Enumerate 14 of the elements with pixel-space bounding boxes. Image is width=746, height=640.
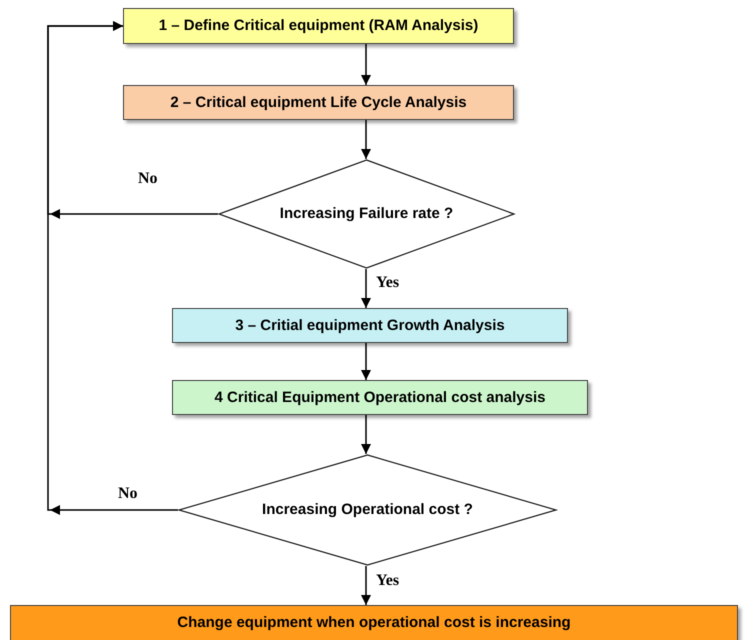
decision-question: Increasing Operational cost ? [262,500,473,520]
result-box [10,605,738,640]
process-box [123,8,514,44]
step-label: 4 Critical Equipment Operational cost analysis [214,388,546,408]
step-label: 3 – Critial equipment Growth Analysis [235,316,505,336]
process-box [172,308,568,343]
step-label: Change equipment when operational cost is increasing [177,613,571,634]
decision-question: Increasing Failure rate ? [280,204,454,224]
process-box [123,85,514,120]
decision-diamond [178,454,557,566]
process-box [172,380,588,415]
step-label: 2 – Critical equipment Life Cycle Analysis [170,92,467,113]
decision-diamond [218,159,515,269]
step-label: 1 – Define Critical equipment (RAM Analysis) [158,16,478,36]
